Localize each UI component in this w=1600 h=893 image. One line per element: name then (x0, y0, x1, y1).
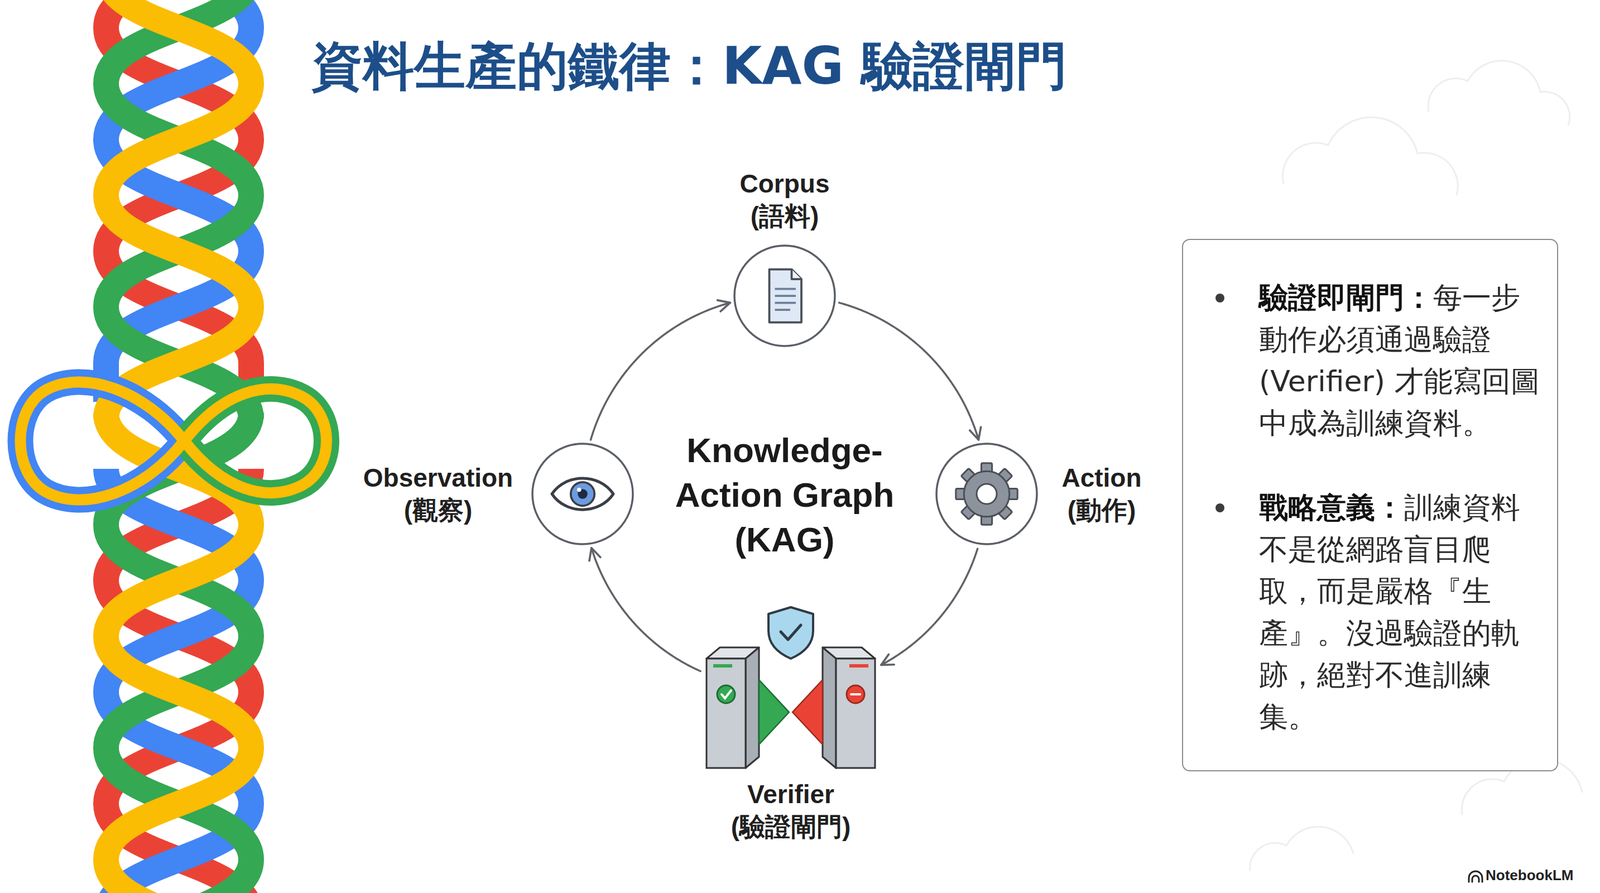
cloud (1428, 60, 1570, 126)
bullet-item: 戰略意義：訓練資料不是從網路盲目爬取，而是嚴格『生產』。沒過驗證的軌跡，絕對不進… (1194, 486, 1543, 738)
bullet-body: 訓練資料不是從網路盲目爬取，而是嚴格『生產』。沒過驗證的軌跡，絕對不進訓練集。 (1259, 490, 1521, 734)
bullet-dot (1215, 503, 1225, 513)
node-circle (531, 442, 634, 546)
cloud (1250, 826, 1354, 871)
gear-icon (955, 463, 1018, 525)
document-icon (769, 269, 802, 323)
logo-arc (1472, 875, 1479, 882)
left-loop (20, 381, 185, 500)
bullet-text: 驗證即閘門：每一步動作必須通過驗證 (Verifier) 才能寫回圖中成為訓練資… (1259, 276, 1543, 445)
green-strand (106, 0, 252, 419)
cycle-arrow (591, 548, 701, 672)
observation-node: Observation (觀察) (531, 442, 634, 546)
watermark: NotebookLM (1485, 866, 1574, 884)
cloud (1282, 117, 1458, 196)
circle-outline (936, 443, 1037, 545)
bullet-heading: 戰略意義： (1259, 490, 1405, 525)
circle-outline (734, 245, 835, 347)
node-circle (935, 442, 1039, 546)
circle-outline (532, 443, 633, 545)
verifier-gate: Verifier (驗證閘門) (704, 604, 878, 771)
node-label: Verifier (驗證閘門) (718, 777, 864, 843)
bullet-heading: 驗證即閘門： (1259, 280, 1434, 315)
node-label: Observation (觀察) (357, 461, 520, 527)
bullet-item: 驗證即閘門：每一步動作必須通過驗證 (Verifier) 才能寫回圖中成為訓練資… (1194, 276, 1543, 445)
note-panel: 驗證即閘門：每一步動作必須通過驗證 (Verifier) 才能寫回圖中成為訓練資… (1182, 238, 1559, 772)
action-node: Action (動作) (935, 442, 1039, 546)
cycle-arrow (881, 548, 978, 665)
logo-arc (1468, 871, 1483, 882)
loop-inner-band (20, 381, 328, 500)
cycle-arrow (839, 302, 979, 440)
node-label: Corpus (語料) (728, 167, 841, 233)
yellow-strand (106, 0, 252, 419)
bullet-text: 戰略意義：訓練資料不是從網路盲目爬取，而是嚴格『生產』。沒過驗證的軌跡，絕對不進… (1259, 486, 1543, 738)
gate-illustration (704, 604, 878, 771)
page-title: 資料生產的鐵律：KAG 驗證閘門 (311, 36, 1068, 96)
watermark-logo (1468, 871, 1483, 882)
cycle-arrow (591, 302, 731, 440)
eye-icon (551, 478, 614, 510)
bullet-dot (1215, 293, 1225, 303)
turnstile-gate (706, 607, 876, 768)
graph-title: Knowledge-Action Graph (KAG) (661, 428, 908, 562)
node-label: Action (動作) (1051, 461, 1152, 527)
node-circle (733, 244, 836, 348)
braid-ribbon (20, 0, 328, 893)
corpus-node: Corpus (語料) (733, 244, 836, 348)
